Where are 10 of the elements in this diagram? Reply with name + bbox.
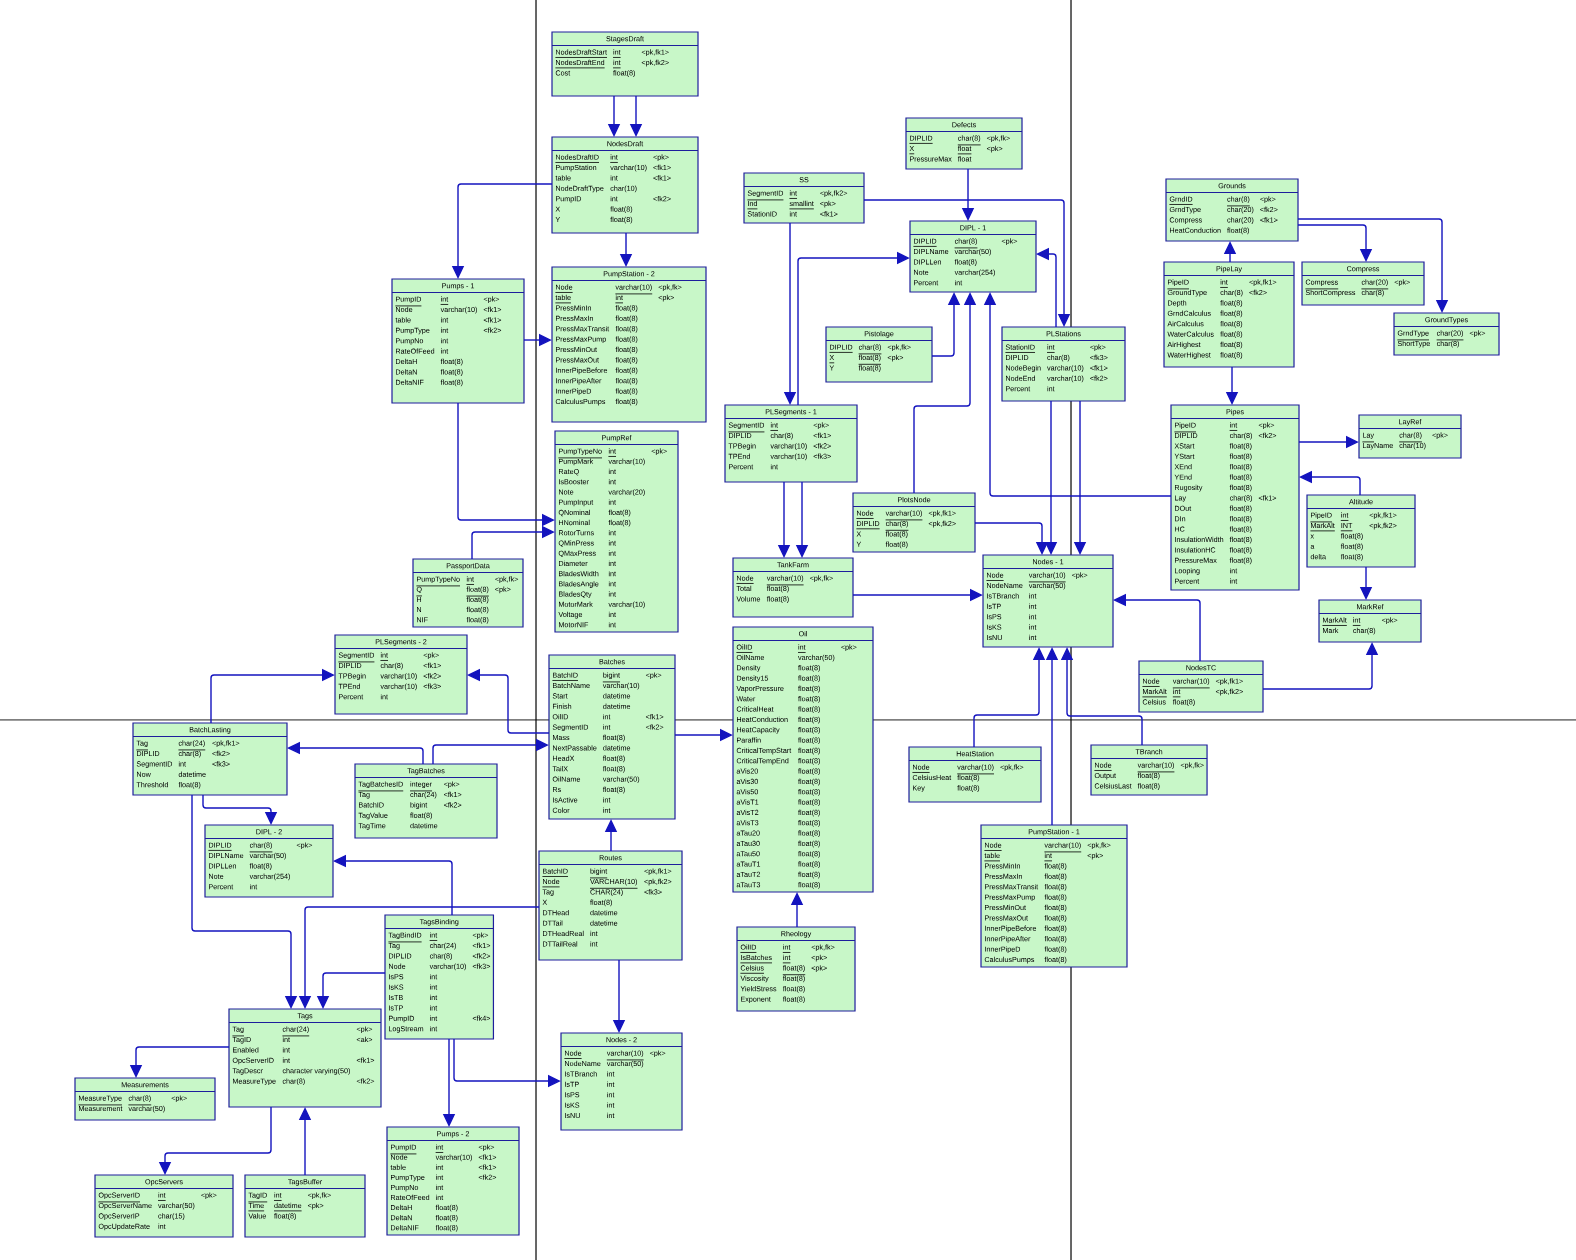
- relationship-arrow: [863, 199, 1071, 327]
- relationship-arrow: [191, 794, 298, 1009]
- relationship-arrow: [202, 794, 278, 825]
- relationship-arrow: [1297, 218, 1449, 313]
- relationship-arrow: [471, 525, 555, 560]
- relationship-arrow: [974, 522, 1049, 555]
- relationship-arrow: [210, 668, 335, 724]
- relationship-arrow: [432, 738, 549, 765]
- relationship-arrow: [797, 251, 910, 406]
- relationship-arrow: [1297, 224, 1373, 262]
